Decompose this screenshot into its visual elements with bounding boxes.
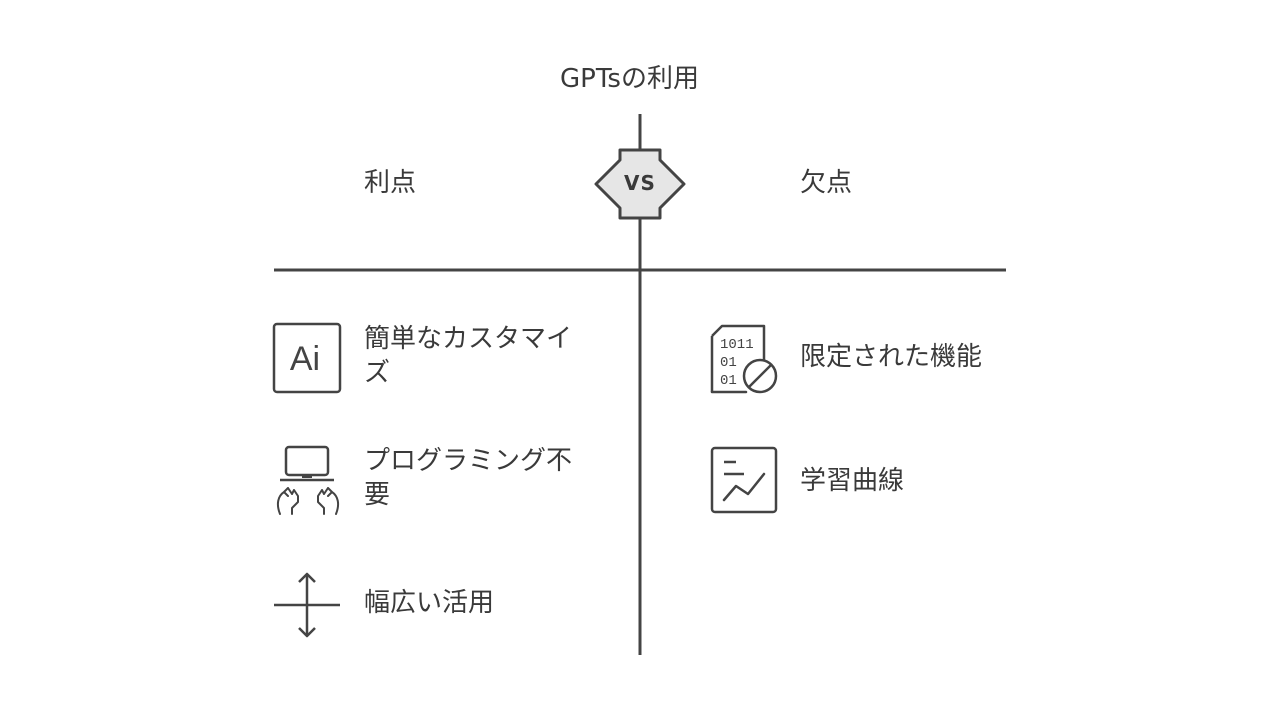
svg-text:1011: 1011 <box>720 337 754 353</box>
advantage-item-wide-use: 幅広い活用 <box>364 588 495 618</box>
svg-text:01: 01 <box>720 355 737 371</box>
laptop-hands-icon <box>276 445 340 515</box>
disadvantage-item-limited-features: 限定された機能 <box>800 342 983 372</box>
disadvantages-header: 欠点 <box>800 168 853 198</box>
diagram-title: GPTsの利用 <box>560 64 699 94</box>
expand-arrows-icon <box>274 572 340 638</box>
vs-badge <box>594 148 686 220</box>
advantages-header: 利点 <box>364 168 417 198</box>
svg-text:01: 01 <box>720 373 737 389</box>
ai-icon: Ai <box>272 322 342 394</box>
advantage-item-customize: 簡単なカスタマイズ <box>364 324 573 388</box>
binary-blocked-icon: 1011 01 01 <box>710 324 778 394</box>
line-chart-icon <box>710 446 778 514</box>
disadvantage-item-learning-curve: 学習曲線 <box>800 466 905 496</box>
vs-label: VS <box>624 171 656 195</box>
advantage-item-no-programming: プログラミング不要 <box>364 446 573 510</box>
svg-text:Ai: Ai <box>290 340 320 378</box>
